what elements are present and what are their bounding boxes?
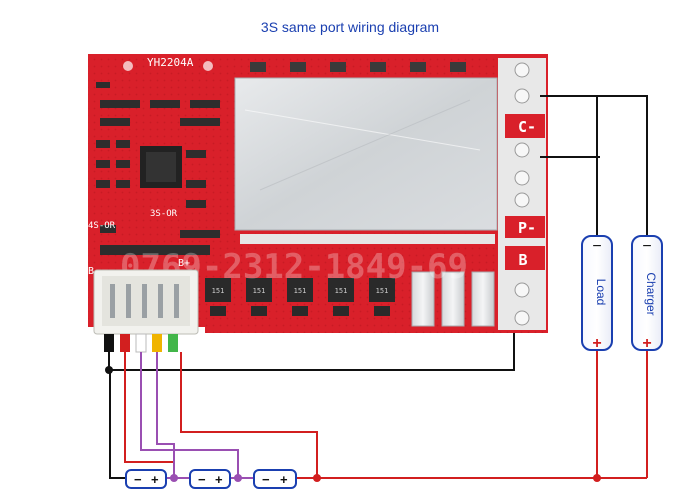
load-minus: − [592, 238, 601, 255]
charger-device: − Charger + [631, 235, 663, 352]
heatsink-pads [240, 234, 495, 244]
wires [108, 95, 648, 479]
cell-minus: − [134, 472, 142, 487]
cell-plus: + [280, 472, 288, 487]
cell-plus: + [215, 472, 223, 487]
charger-minus: − [642, 238, 651, 255]
wire-sense-purple-1 [140, 352, 239, 478]
mosfet-row: 151 151 151 151 151 [205, 278, 395, 316]
shunt-bar [441, 271, 465, 327]
terminal-p-label: P- [518, 219, 536, 237]
terminal-b-label: B [518, 251, 527, 269]
wire-sense-red [180, 352, 318, 478]
battery-cell-3: − + [253, 469, 297, 489]
smd-components [96, 82, 220, 255]
shunt-bar [411, 271, 435, 327]
load-plus: + [592, 335, 601, 352]
cell-minus: − [262, 472, 270, 487]
terminal-holes [514, 62, 530, 326]
shunt-bar [471, 271, 495, 327]
cell-minus: − [198, 472, 206, 487]
silk-3s: 3S-OR [150, 209, 178, 219]
battery-cell-1: − + [125, 469, 167, 489]
wire-c-to-load [540, 95, 598, 236]
cell-plus: + [151, 472, 159, 487]
terminal-c-label: C- [518, 118, 536, 136]
load-device: − Load + [581, 235, 613, 352]
wire-sense-purple-2 [156, 352, 175, 478]
silk-4s: 4S-OR [88, 221, 116, 231]
wire-to-charger [540, 95, 648, 236]
resistor-label: 151 [294, 287, 307, 295]
top-components [250, 62, 466, 72]
diagram-title: 3S same port wiring diagram [260, 19, 440, 35]
bms-board: C- P- B YH2204A [88, 54, 548, 353]
junction-dots [105, 366, 601, 482]
resistor-label: 151 [212, 287, 225, 295]
silk-b-plus: B+ [178, 258, 190, 269]
charger-plus: + [642, 335, 651, 352]
battery-cell-2: − + [189, 469, 231, 489]
resistor-label: 151 [376, 287, 389, 295]
resistor-label: 151 [335, 287, 348, 295]
model-label: YH2204A [147, 56, 194, 69]
load-label: Load [594, 279, 608, 306]
charger-label: Charger [644, 272, 658, 315]
resistor-label: 151 [253, 287, 266, 295]
heatsink [234, 77, 498, 231]
connector-wires [104, 333, 178, 353]
wire-b-minus [109, 333, 515, 479]
